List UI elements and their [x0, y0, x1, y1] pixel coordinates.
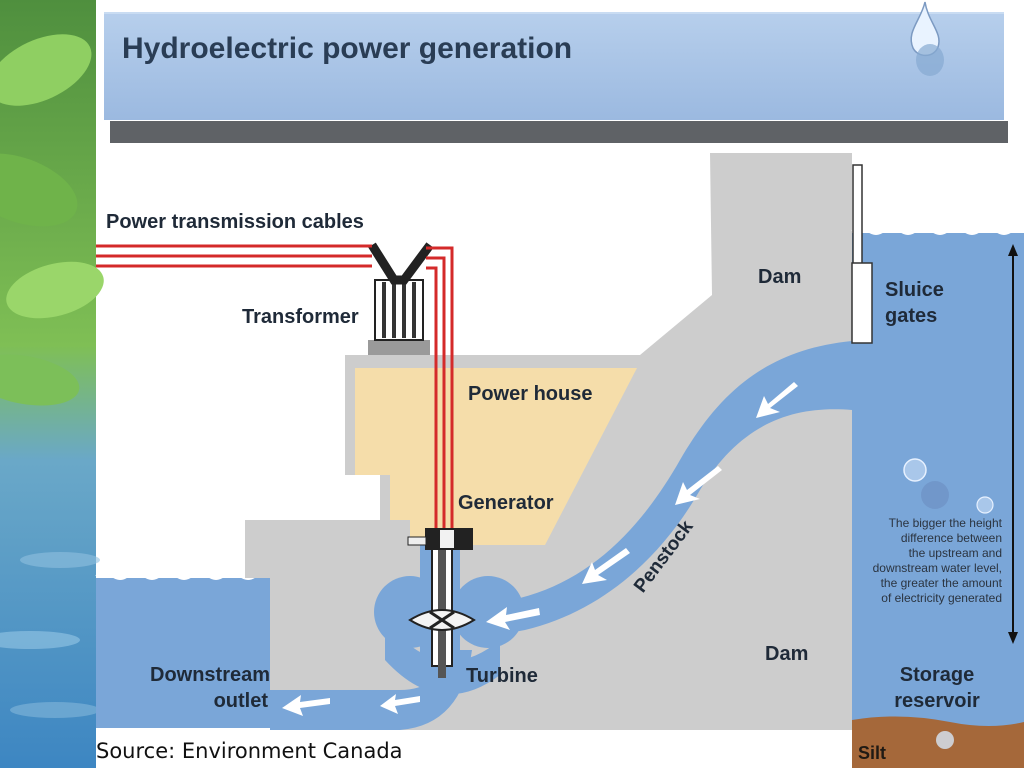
diagram-title: Hydroelectric power generation [122, 32, 573, 65]
height-note: The bigger the height difference between… [842, 516, 1002, 606]
decorative-leaf-strip [0, 0, 104, 768]
label-downstream: Downstream [150, 664, 271, 686]
height-difference-arrow [1008, 244, 1018, 644]
transformer-unit [368, 242, 434, 355]
label-transformer: Transformer [242, 306, 359, 328]
height-note-line: difference between [900, 531, 1002, 545]
transmission-cables [96, 244, 454, 528]
label-reservoir: reservoir [894, 690, 980, 712]
label-silt: Silt [858, 743, 887, 763]
height-note-line: downstream water level, [872, 561, 1002, 575]
outlet-channel [270, 650, 472, 730]
generator-unit [407, 528, 473, 550]
label-turbine: Turbine [466, 665, 538, 687]
source-credit: Source: Environment Canada [96, 739, 403, 763]
reservoir-bubbles [903, 458, 994, 749]
height-note-line: the greater the amount [880, 576, 1002, 590]
label-dam-top: Dam [758, 266, 802, 288]
height-note-line: of electricity generated [881, 591, 1002, 605]
title-band [104, 12, 1008, 143]
label-outlet: outlet [213, 690, 268, 712]
sluice-gate [851, 164, 873, 344]
label-power-house: Power house [468, 383, 593, 405]
height-note-line: the upstream and [908, 546, 1002, 560]
label-storage: Storage [899, 664, 975, 686]
penstock-tube [470, 341, 852, 640]
label-generator: Generator [458, 492, 554, 514]
label-sluice: Sluice [885, 279, 944, 301]
power-house [355, 368, 637, 545]
reservoir-wave [851, 227, 1024, 235]
height-note-line: The bigger the height [888, 516, 1002, 530]
label-dam-bottom: Dam [765, 643, 809, 665]
label-power-transmission-cables: Power transmission cables [106, 211, 364, 233]
water-drop-icon [910, 1, 944, 76]
flow-arrows [282, 382, 798, 716]
label-gates: gates [885, 305, 938, 327]
generator-shaft [431, 547, 453, 667]
turbine-runner [408, 609, 476, 678]
